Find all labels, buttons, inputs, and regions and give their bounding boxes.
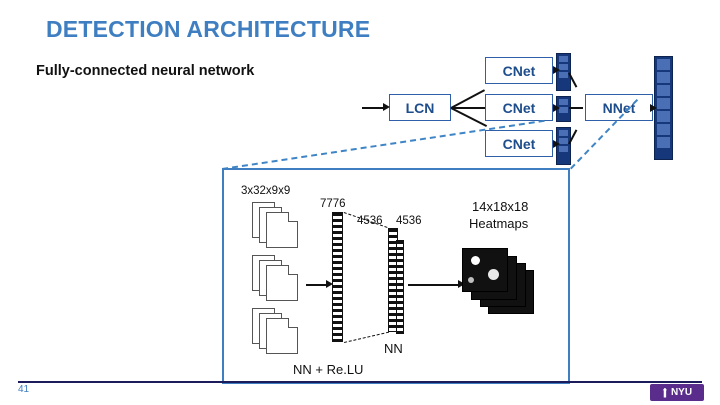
nyu-logo-text: NYU — [670, 387, 693, 398]
feature-stack-bottom — [556, 127, 571, 165]
feature-cell — [559, 146, 568, 152]
footer-divider — [18, 381, 702, 383]
label-output-name: Heatmaps — [469, 216, 529, 231]
feature-cell — [657, 98, 670, 109]
connector-stacks-to-nnet — [569, 107, 583, 109]
page-title: DETECTION ARCHITECTURE — [46, 16, 371, 42]
node-cnet-middle[interactable]: CNet — [485, 94, 553, 121]
feature-cell — [657, 72, 670, 83]
heatmap-blob — [468, 277, 474, 283]
heatmap-blob — [488, 269, 499, 280]
arrowhead-nnet-out — [650, 104, 657, 112]
label-output-dims: 14x18x18 — [472, 199, 529, 214]
input-card-stack-2 — [252, 255, 304, 303]
label-fc-hidden-2: 4536 — [396, 215, 422, 227]
arrowhead-cnet-top-out — [553, 66, 560, 74]
feature-cell — [559, 64, 568, 70]
node-lcn[interactable]: LCN — [389, 94, 451, 121]
input-card-stack-3 — [252, 308, 304, 356]
node-cnet-middle-label: CNet — [502, 99, 536, 116]
node-lcn-label: LCN — [405, 99, 435, 116]
connector-lcn-to-cnet-top — [450, 89, 486, 109]
fc-layer-bar-1 — [332, 212, 343, 342]
feature-cell — [559, 99, 568, 105]
subtitle-label: Fully-connected neural network — [36, 63, 255, 79]
arrowhead-cnet-middle-out — [553, 104, 560, 112]
input-card — [266, 212, 298, 248]
connector-input-to-lcn — [362, 107, 384, 109]
node-cnet-bottom-label: CNet — [502, 135, 536, 152]
input-card — [266, 318, 298, 354]
node-cnet-bottom[interactable]: CNet — [485, 130, 553, 157]
card-fold — [288, 212, 298, 222]
feature-cell — [657, 85, 670, 96]
nyu-logo: NYU — [650, 384, 704, 401]
connector-fc-to-heatmaps — [408, 284, 460, 286]
label-nn-right: NN — [384, 341, 403, 356]
arrowhead-input-to-fc1 — [326, 280, 333, 288]
connector-lcn-to-cnet-bottom — [450, 107, 488, 128]
connector-lcn-to-cnet-middle — [451, 107, 485, 109]
arrowhead-fc-to-heatmaps — [458, 280, 465, 288]
card-fold — [288, 318, 298, 328]
feature-cell — [657, 111, 670, 122]
heatmap-blob — [471, 256, 480, 265]
card-fold — [288, 265, 298, 275]
feature-cell — [657, 137, 670, 148]
input-card-stack-1 — [252, 202, 304, 250]
feature-stack-top — [556, 53, 571, 91]
feature-cell — [657, 59, 670, 70]
label-input-dims: 3x32x9x9 — [241, 185, 291, 197]
feature-cell — [559, 138, 568, 144]
torch-icon — [662, 387, 668, 398]
heatmap-card-front — [462, 248, 508, 292]
input-card — [266, 265, 298, 301]
heatmap-stack — [462, 248, 552, 316]
label-nn-relu: NN + Re.LU — [293, 362, 364, 377]
connector-input-to-fc1 — [306, 284, 328, 286]
feature-cell — [559, 56, 568, 62]
node-cnet-top-label: CNet — [502, 62, 536, 79]
feature-cell — [559, 107, 568, 113]
feature-cell — [657, 124, 670, 135]
fc-layer-bar-3 — [396, 240, 404, 334]
node-cnet-top[interactable]: CNet — [485, 57, 553, 84]
node-nnet-label: NNet — [602, 99, 636, 116]
output-feature-stack — [654, 56, 673, 160]
page-number: 41 — [18, 384, 30, 395]
feature-cell — [559, 130, 568, 136]
label-fc-input-size: 7776 — [320, 198, 346, 210]
feature-cell — [559, 72, 568, 78]
arrowhead-cnet-bottom-out — [553, 140, 560, 148]
arrowhead-input-to-lcn — [383, 103, 390, 111]
node-nnet[interactable]: NNet — [585, 94, 653, 121]
label-fc-hidden-1: 4536 — [357, 215, 383, 227]
